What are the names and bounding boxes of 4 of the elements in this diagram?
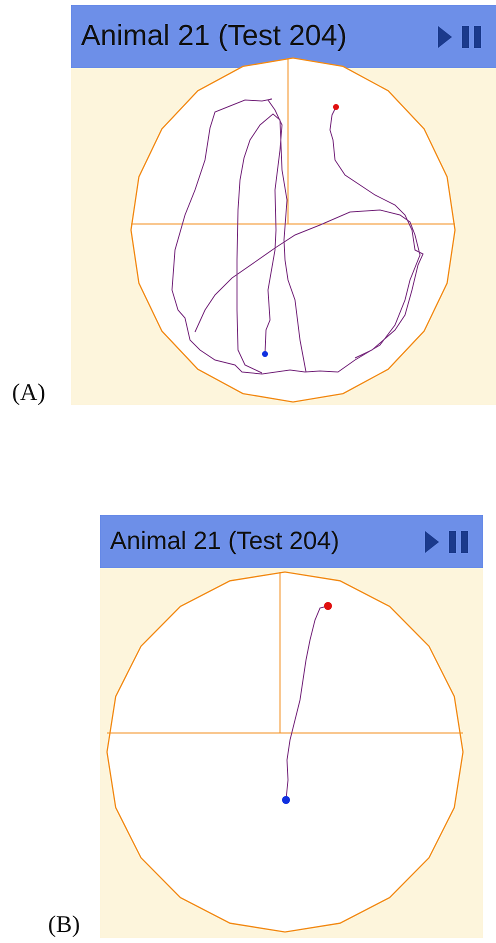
panel-label: (A) <box>12 380 46 407</box>
panel-title: Animal 21 (Test 204) <box>81 20 347 53</box>
panel-label: (B) <box>48 912 80 939</box>
panel-title: Animal 21 (Test 204) <box>110 527 340 556</box>
